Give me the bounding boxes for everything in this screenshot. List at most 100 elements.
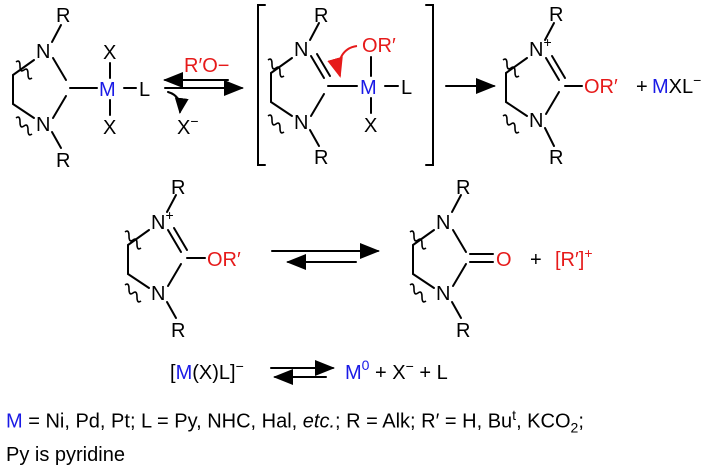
atom-r1: R bbox=[549, 4, 563, 26]
metal-reduction-equilibrium: [M(X)L]− M0 + X− + L bbox=[170, 357, 448, 385]
legend-text-c: , KCO bbox=[516, 410, 571, 433]
ring-bond-n1-c2 bbox=[310, 55, 325, 79]
wavy-bond-bottom bbox=[409, 283, 427, 303]
alkoxy-group: OR′ bbox=[207, 249, 241, 271]
legend-text-d: ; bbox=[578, 410, 584, 433]
intermediate-complex: N N R R OR′ M X L bbox=[267, 5, 412, 169]
n2-r-bond bbox=[51, 131, 62, 149]
ring-bond-n2-c2 bbox=[545, 91, 560, 115]
reagent-leaving-x: X− bbox=[177, 113, 199, 139]
ring-bond-c-n2 bbox=[270, 101, 293, 117]
ring-bond-n2-c2 bbox=[452, 263, 467, 287]
n2-r-bond bbox=[309, 129, 320, 147]
atom-metal: M bbox=[99, 79, 116, 101]
wavy-bond-top bbox=[409, 230, 427, 250]
ring-bond-c-n1 bbox=[270, 57, 293, 74]
n1-r-bond bbox=[51, 24, 62, 43]
wavy-bond-top bbox=[502, 58, 520, 78]
atom-r1: R bbox=[456, 177, 470, 199]
legend-line-1: M = Ni, Pd, Pt; L = Py, NHC, Hal, etc.; … bbox=[6, 402, 706, 442]
ring-bond-n1-c2 bbox=[167, 229, 182, 253]
atom-l: L bbox=[401, 77, 412, 99]
left-bracket bbox=[257, 4, 266, 166]
wavy-bond-top bbox=[15, 60, 33, 80]
atom-n1: N bbox=[436, 212, 450, 234]
atom-metal: M bbox=[360, 77, 377, 99]
ring-bond-c-n2 bbox=[412, 273, 435, 289]
metalate-anion: [M(X)L]− bbox=[170, 358, 244, 384]
alkoxy-group: OR′ bbox=[362, 35, 396, 57]
atom-x: X bbox=[364, 115, 377, 137]
ring-bond-n1-c2-double bbox=[316, 53, 331, 77]
ring-bond-n1-c2-double bbox=[173, 227, 188, 251]
ring-bond-n2-c2 bbox=[167, 263, 182, 287]
nhc-metal-complex: N N R R X M X L bbox=[12, 5, 150, 172]
reduction-products: M0 + X− + L bbox=[345, 357, 448, 384]
n2-r-bond bbox=[451, 301, 462, 319]
atom-r2: R bbox=[56, 150, 70, 172]
atom-r2: R bbox=[314, 147, 328, 169]
equilibrium-arrow-1: R′O− X− bbox=[163, 55, 244, 139]
n2-r-bond bbox=[166, 301, 177, 319]
n1-r-bond bbox=[166, 194, 177, 213]
atom-n1: N bbox=[36, 41, 50, 63]
reagent-alkoxide: R′O− bbox=[184, 55, 229, 77]
ring-bond-n2-c2 bbox=[52, 95, 67, 119]
ring-bond-n1-c2 bbox=[452, 229, 467, 253]
alkoxy-imidazolium-product: N+ N R R OR′ + MXL− bbox=[502, 4, 701, 169]
legend-metal-symbol: M bbox=[6, 410, 23, 433]
atom-x-top: X bbox=[103, 42, 116, 64]
imidazolium-cation: N+ N R R OR′ bbox=[124, 177, 241, 342]
legend-co2-sub: 2 bbox=[570, 419, 579, 436]
legend-etc: etc. bbox=[302, 410, 336, 433]
legend-text-a: = Ni, Pd, Pt; L = Py, NHC, Hal, bbox=[22, 410, 303, 433]
atom-r1: R bbox=[171, 177, 185, 199]
atom-r2: R bbox=[171, 320, 185, 342]
ring-bond-c-n1 bbox=[127, 229, 150, 246]
atom-r1: R bbox=[56, 5, 70, 27]
ring-bond-c-n1 bbox=[505, 57, 528, 74]
wavy-bond-bottom bbox=[267, 114, 285, 134]
leaving-group-curve bbox=[167, 91, 189, 114]
ring-bond-c-n1 bbox=[412, 229, 435, 246]
legend-line-2: Py is pyridine bbox=[6, 443, 125, 466]
ring-bond-n1-c2 bbox=[52, 57, 67, 81]
imidazolone-product: N N R R O + [R′]+ bbox=[409, 177, 593, 342]
atom-n2: N bbox=[36, 114, 50, 136]
n1-r-bond bbox=[309, 22, 320, 41]
atom-n1: N+ bbox=[151, 207, 174, 234]
legend-text-b: ; R = Alk; R′ = H, Bu bbox=[335, 410, 513, 433]
atom-n2: N bbox=[529, 110, 543, 132]
n1-r-bond bbox=[544, 22, 555, 41]
atom-r1: R bbox=[314, 5, 328, 27]
atom-n2: N bbox=[151, 283, 165, 305]
right-bracket bbox=[425, 4, 434, 166]
wavy-bond-top bbox=[267, 58, 285, 78]
legend-bu-sup: t bbox=[512, 407, 517, 423]
atom-n1: N+ bbox=[529, 34, 552, 61]
metal-salt-product: MXL− bbox=[652, 72, 701, 98]
equilibrium-arrow-2 bbox=[271, 243, 380, 270]
atom-l: L bbox=[139, 79, 150, 101]
ring-bond-c-n2 bbox=[505, 101, 528, 117]
wavy-bond-top bbox=[124, 230, 142, 250]
ring-bond-n1-c2-double bbox=[551, 55, 566, 79]
n2-r-bond bbox=[544, 127, 555, 147]
nucleophilic-attack-arrow bbox=[327, 45, 358, 78]
scheme-legend: M = Ni, Pd, Pt; L = Py, NHC, Hal, etc.; … bbox=[6, 402, 706, 469]
ring-bond-c-n2 bbox=[12, 103, 35, 119]
ring-bond-c-n1 bbox=[12, 59, 35, 76]
atom-n1: N bbox=[294, 39, 308, 61]
product-plus-sign: + bbox=[636, 76, 648, 98]
atom-n2: N bbox=[436, 283, 450, 305]
atom-n2: N bbox=[294, 112, 308, 134]
n1-r-bond bbox=[451, 194, 462, 213]
wavy-bond-bottom bbox=[502, 114, 520, 134]
atom-r2: R bbox=[456, 320, 470, 342]
ring-bond-c-n2 bbox=[127, 273, 150, 289]
row2-plus-sign: + bbox=[530, 249, 542, 271]
wavy-bond-bottom bbox=[124, 283, 142, 303]
ring-bond-n1-c2 bbox=[545, 57, 560, 81]
wavy-bond-bottom bbox=[15, 116, 33, 136]
ring-bond-n2-c2 bbox=[310, 93, 325, 117]
